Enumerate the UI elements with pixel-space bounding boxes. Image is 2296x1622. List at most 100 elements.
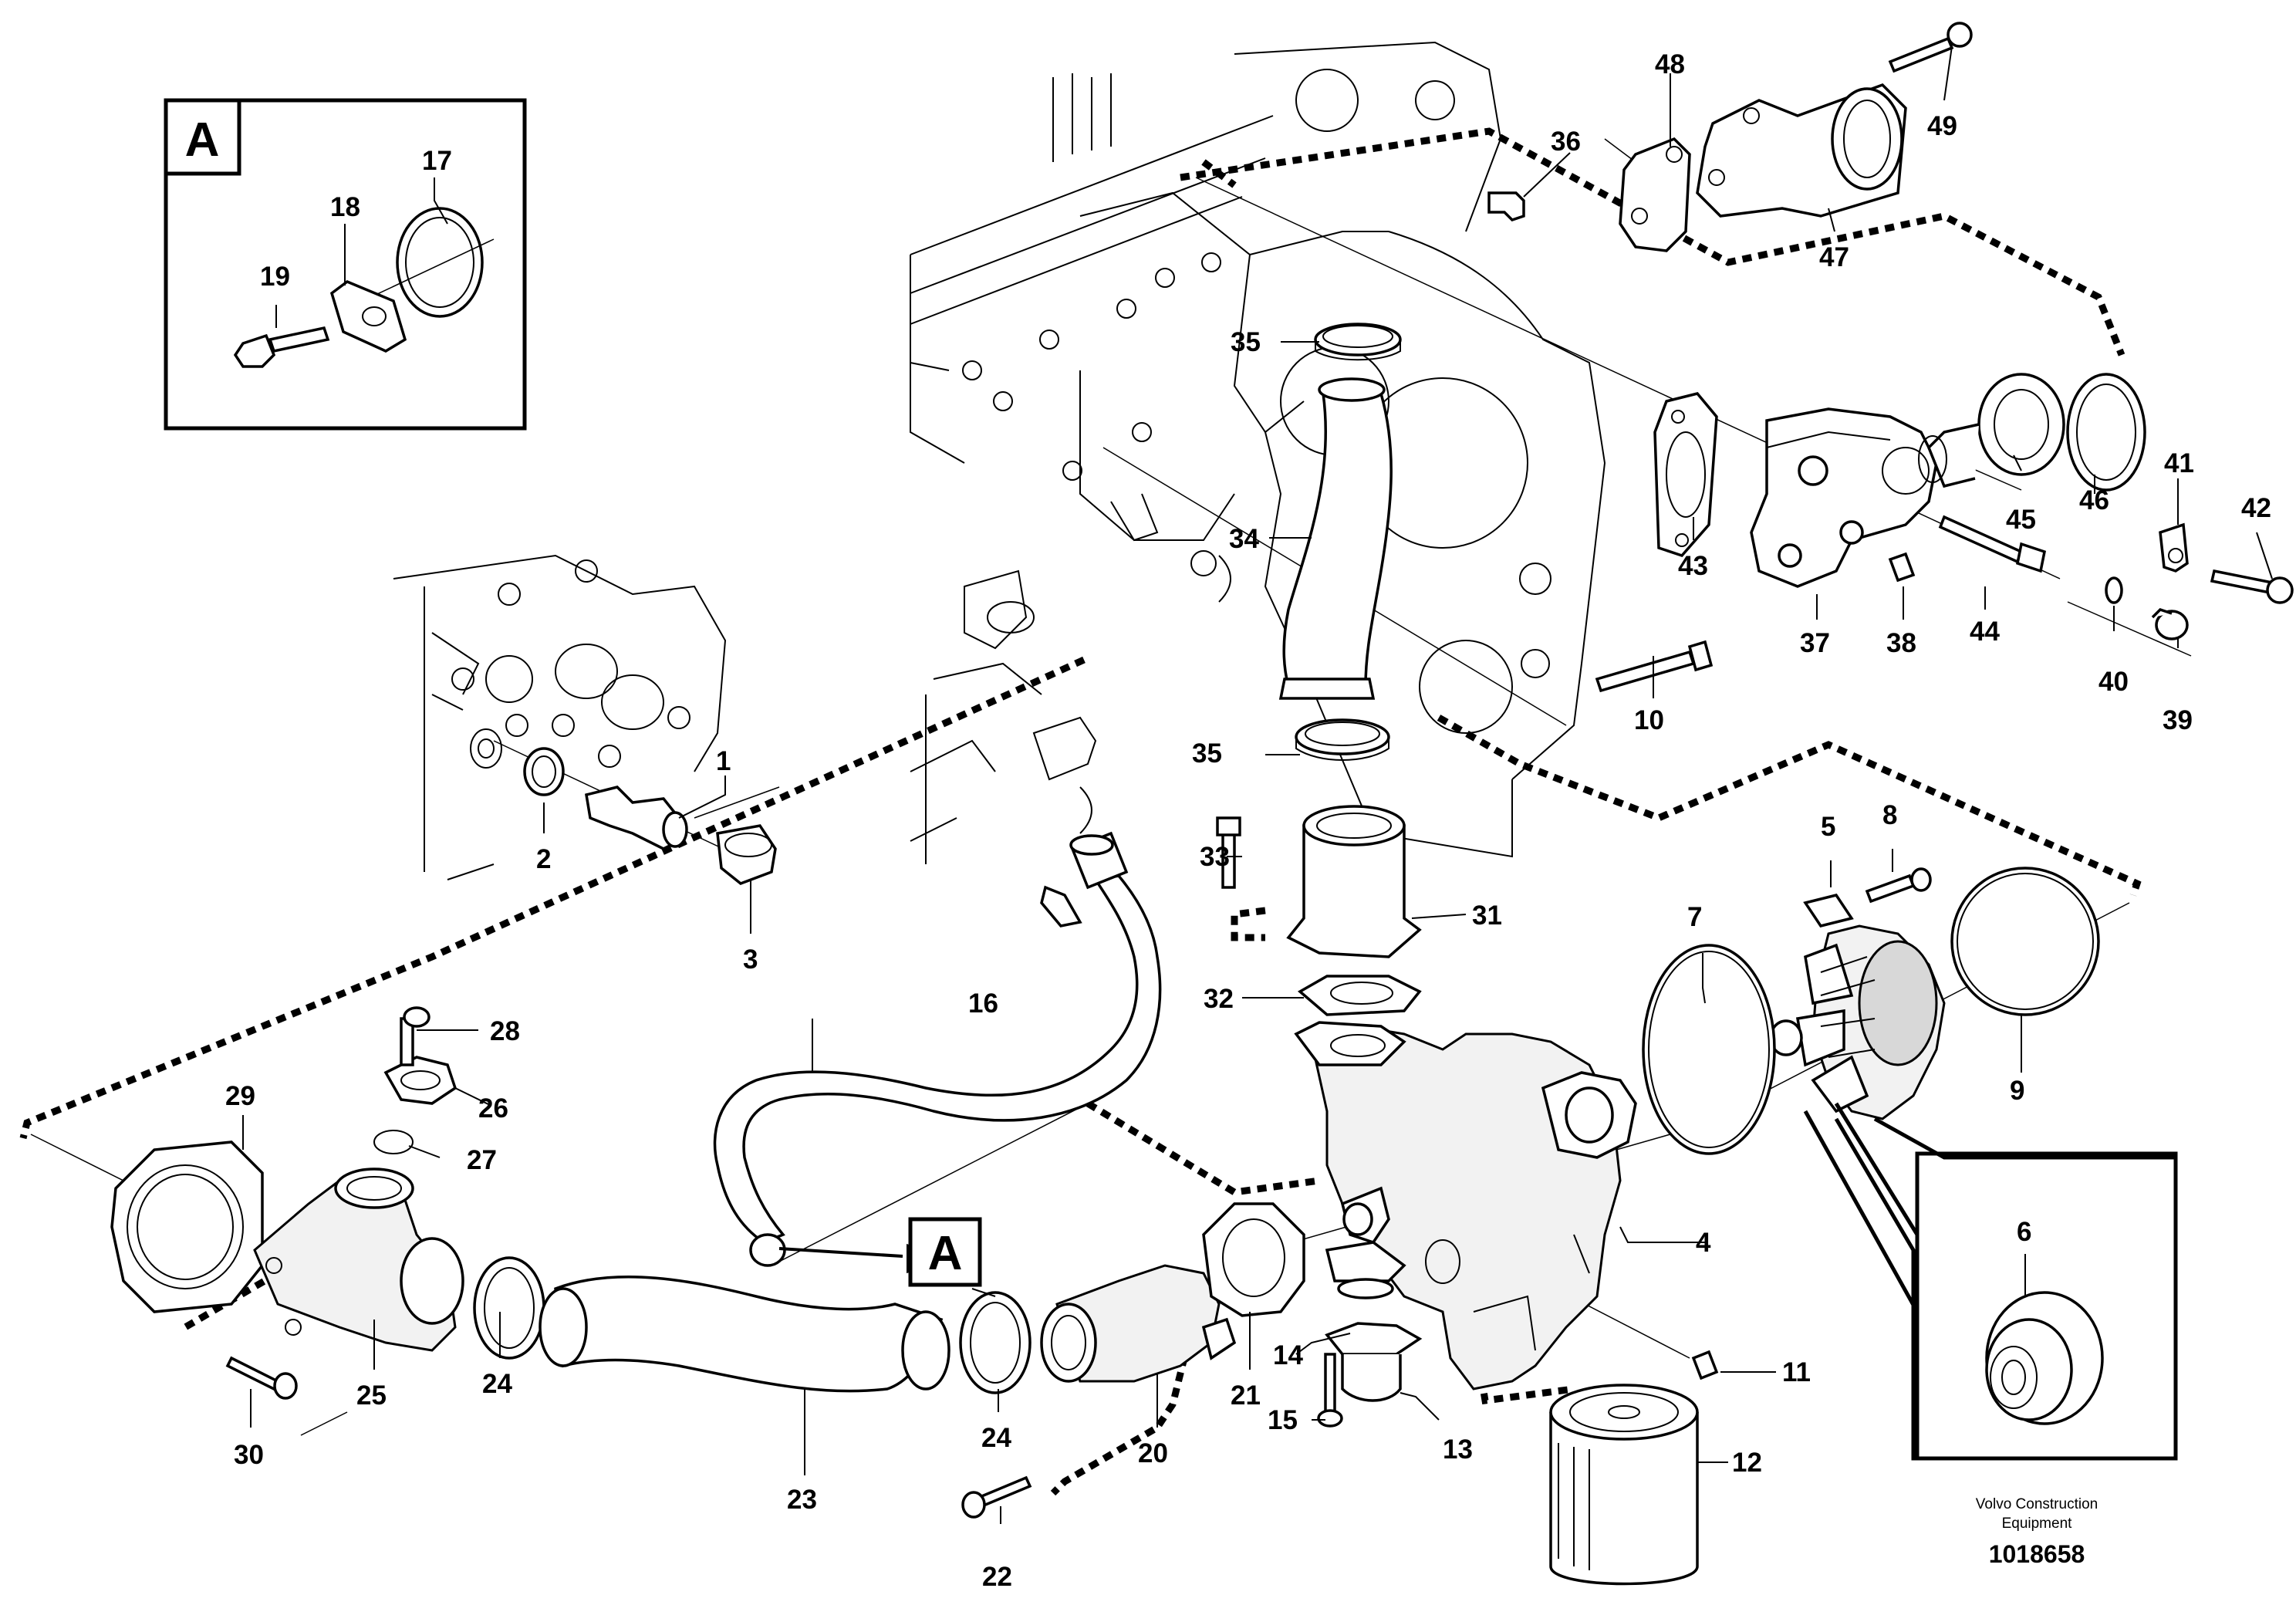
water-pump-5 (1769, 894, 1946, 1120)
label-16: 16 (968, 988, 998, 1019)
housing-25 (253, 1168, 464, 1352)
label-34: 34 (1229, 524, 1259, 554)
bolt-30 (225, 1356, 298, 1400)
gasket-32 (1297, 975, 1422, 1016)
label-20: 20 (1138, 1438, 1168, 1468)
label-28: 28 (490, 1016, 520, 1046)
elbow-36 (1487, 191, 1525, 222)
bolt-15 (1317, 1353, 1343, 1428)
label-41: 41 (2164, 448, 2194, 478)
label-42: 42 (2241, 493, 2271, 523)
label-6: 6 (2017, 1217, 2031, 1247)
label-23: 23 (787, 1485, 817, 1515)
clamp-41 (2159, 522, 2189, 573)
label-1: 1 (716, 746, 731, 776)
callout-a: A (778, 1217, 982, 1287)
gasket-48 (1619, 137, 1691, 252)
bolt-28 (400, 1006, 430, 1066)
label-15: 15 (1268, 1405, 1298, 1435)
pipe-34 (1278, 377, 1393, 700)
plug-11 (1691, 1350, 1719, 1380)
pump-housing-4 (1294, 1021, 1637, 1391)
label-35b: 35 (1192, 738, 1222, 769)
hose-16 (713, 831, 1162, 1267)
bolt-10 (1595, 640, 1714, 693)
label-49: 49 (1927, 111, 1957, 141)
label-9: 9 (2010, 1076, 2024, 1106)
bolt-39 (2151, 607, 2189, 640)
washer-40 (2105, 576, 2123, 604)
oil-filter-12 (1549, 1384, 1699, 1586)
seal-ring-9 (1950, 867, 2100, 1016)
seal-24-left (473, 1256, 545, 1360)
label-47: 47 (1819, 242, 1849, 272)
cap-3 (716, 824, 777, 885)
label-22: 22 (982, 1562, 1012, 1592)
seal-24-right (959, 1291, 1032, 1394)
inset-bolt (233, 326, 330, 368)
label-29: 29 (225, 1081, 255, 1111)
callout-a-letter: A (928, 1227, 963, 1280)
inset-clamp (329, 280, 407, 353)
footer-reference: Volvo Construction Equipment 1018658 (1976, 1496, 2098, 1568)
bolt-44 (1938, 515, 2047, 573)
label-43: 43 (1678, 551, 1708, 581)
label-19: 19 (260, 262, 290, 292)
gasket-43 (1653, 392, 1718, 558)
label-39: 39 (2163, 705, 2193, 735)
label-37: 37 (1800, 628, 1830, 658)
label-40: 40 (2098, 667, 2129, 697)
reference-number: 1018658 (1989, 1540, 2085, 1568)
thermostat-cover-47 (1696, 83, 1907, 218)
bolt-33 (1216, 816, 1241, 889)
bolt-42 (2210, 569, 2294, 604)
elbow-20 (1040, 1264, 1237, 1383)
part-labels: 17 18 19 1 2 3 4 5 6 7 8 9 10 11 12 13 1… (225, 49, 2271, 1592)
label-44: 44 (1970, 617, 2000, 647)
inset-a-letter: A (185, 113, 220, 167)
engine-block-outline (393, 41, 1606, 880)
inset-seal-ring (362, 207, 495, 318)
label-48: 48 (1655, 49, 1685, 79)
detail-box-6 (1803, 1102, 2178, 1461)
seal-35-top (1314, 323, 1402, 361)
oring-27 (373, 1130, 414, 1154)
label-21: 21 (1231, 1380, 1261, 1411)
sensor-1 (585, 786, 688, 850)
label-31: 31 (1472, 901, 1502, 931)
brand-line-1: Volvo Construction (1976, 1496, 2098, 1512)
label-32: 32 (1204, 984, 1234, 1014)
inset-a: A (164, 98, 527, 431)
thermostat-45 (1918, 373, 2065, 488)
seal-35-bottom (1295, 718, 1390, 761)
label-26: 26 (478, 1093, 508, 1124)
label-36: 36 (1551, 127, 1581, 157)
label-30: 30 (234, 1440, 264, 1470)
label-14: 14 (1273, 1340, 1303, 1370)
label-3: 3 (743, 944, 758, 975)
bolt-22 (961, 1475, 1032, 1519)
label-17: 17 (422, 146, 452, 176)
label-2: 2 (536, 844, 551, 874)
pulley-6 (1985, 1291, 2104, 1425)
seal-ring-46 (2066, 373, 2146, 492)
label-18: 18 (330, 192, 360, 222)
label-5: 5 (1821, 812, 1835, 842)
label-8: 8 (1882, 800, 1897, 830)
label-24a: 24 (482, 1369, 512, 1399)
label-46: 46 (2079, 485, 2109, 515)
cover-26 (383, 1056, 458, 1105)
thermostat-housing (1750, 407, 1938, 588)
label-11: 11 (1782, 1357, 1811, 1387)
seal-2 (523, 747, 565, 796)
label-10: 10 (1634, 705, 1664, 735)
seal-ring-7 (1642, 944, 1776, 1155)
leader-lines (242, 46, 2273, 1524)
pipe-23 (539, 1275, 950, 1393)
pipe-31 (1286, 805, 1422, 958)
brand-line-2: Equipment (2002, 1516, 2073, 1532)
gasket-29 (110, 1140, 264, 1313)
flange-14-13 (1325, 1278, 1423, 1402)
label-25: 25 (356, 1380, 387, 1411)
